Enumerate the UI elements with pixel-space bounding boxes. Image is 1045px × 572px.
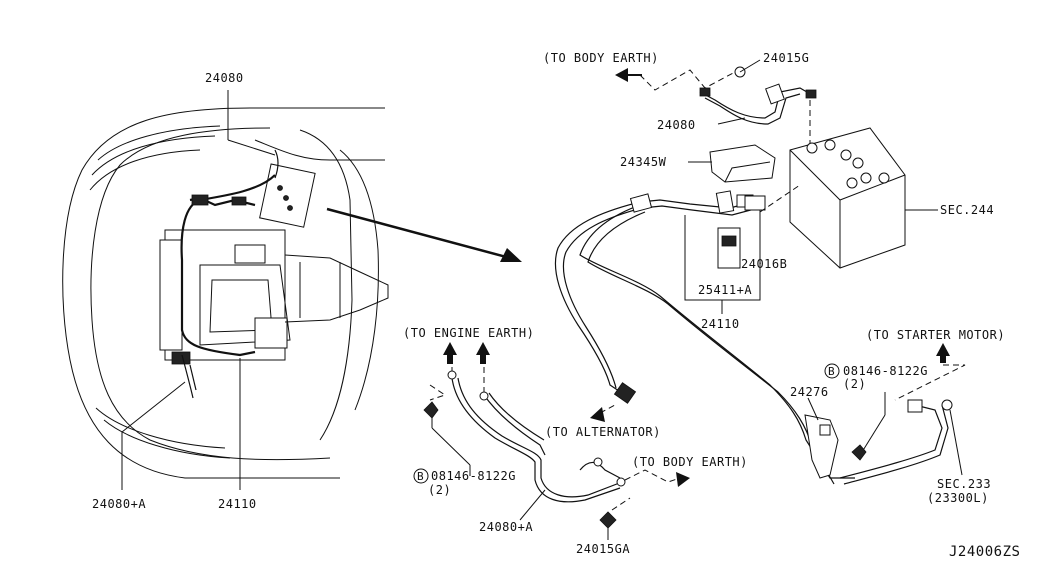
arrows-to-engine-earth (443, 342, 490, 364)
label-bolt-right: 08146-8122G (843, 364, 928, 378)
earth-cable-24080a (423, 370, 626, 503)
bolt-marker-left (413, 468, 429, 484)
label-sec233: SEC.233 (937, 477, 991, 491)
label-sec233-sub: (23300L) (927, 491, 989, 505)
label-24110-left: 24110 (218, 497, 257, 511)
arrow-to-body-earth-top (615, 68, 628, 82)
label-24110-right: 24110 (701, 317, 740, 331)
diagram-id: J24006ZS (949, 544, 1020, 560)
label-24080-top: 24080 (657, 118, 696, 132)
label-24276: 24276 (790, 385, 829, 399)
label-to-body-earth-top: (TO BODY EARTH) (543, 51, 659, 65)
leader-24080a-left-b (121, 381, 186, 433)
leader-sec233 (949, 409, 963, 476)
label-24345w: 24345W (620, 155, 667, 169)
bolt-24015ga (599, 497, 631, 540)
label-24015g: 24015G (763, 51, 809, 65)
label-to-alternator: (TO ALTERNATOR) (545, 425, 661, 439)
detail-arrow (326, 207, 522, 262)
label-bolt-left-qty: (2) (428, 483, 451, 497)
leader-24080-left-b (227, 139, 276, 156)
label-25411a: 25411+A (698, 283, 752, 297)
bracket-24276 (804, 414, 839, 479)
battery (789, 127, 906, 269)
arrow-to-starter-motor (936, 343, 950, 363)
arrow-to-body-earth-bottom (676, 472, 690, 487)
label-sec244: SEC.244 (940, 203, 994, 217)
leader-24276 (807, 397, 819, 421)
label-to-body-earth-bottom: (TO BODY EARTH) (632, 455, 748, 469)
arrow-to-alternator (590, 407, 605, 422)
label-bolt-left: 08146-8122G (431, 469, 516, 483)
label-24080a-left: 24080+A (92, 497, 146, 511)
label-24015ga: 24015GA (576, 542, 630, 556)
leader-bolt-left (431, 427, 471, 466)
terminal-cover (709, 144, 776, 183)
label-to-engine-earth: (TO ENGINE EARTH) (403, 326, 534, 340)
label-24080-left: 24080 (205, 71, 244, 85)
bolt-marker-left-text: B (417, 470, 424, 483)
body-earth-cable-top: (TO BODY EARTH) (543, 51, 817, 125)
starter-cable (839, 399, 953, 485)
leader-24080a-mid (519, 489, 546, 521)
label-24016b: 24016B (741, 257, 787, 271)
leader-24080-top (717, 117, 746, 125)
bolt-marker-right (824, 363, 840, 379)
vehicle-overview (62, 107, 389, 479)
label-bolt-right-qty: (2) (843, 377, 866, 391)
leader-bolt-right (861, 414, 886, 453)
dash-24016b (759, 184, 801, 213)
label-24080a-mid: 24080+A (479, 520, 533, 534)
bolt-marker-right-text: B (828, 365, 835, 378)
label-to-starter-motor: (TO STARTER MOTOR) (866, 328, 1005, 342)
main-harness (554, 190, 855, 485)
